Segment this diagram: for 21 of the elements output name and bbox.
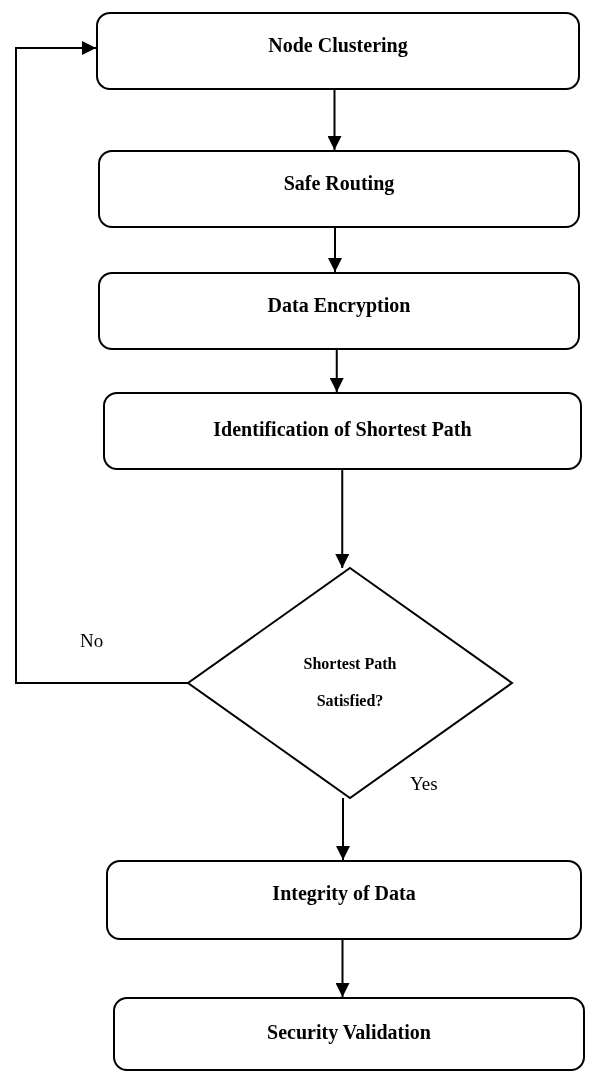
process-box xyxy=(98,150,580,228)
arrow xyxy=(336,797,350,861)
arrow xyxy=(335,939,350,998)
arrow xyxy=(15,41,189,684)
arrow xyxy=(327,89,342,151)
process-box xyxy=(98,272,580,350)
arrow xyxy=(329,349,344,393)
decision-text: Shortest Path Satisfied? xyxy=(302,654,398,711)
process-text: Safe Routing xyxy=(282,172,396,195)
process-text: Integrity of Data xyxy=(271,882,417,905)
process-box xyxy=(103,392,582,470)
process-box xyxy=(113,997,585,1071)
process-box xyxy=(106,860,582,940)
process-text: Identification of Shortest Path xyxy=(212,418,473,441)
arrow xyxy=(328,227,342,273)
process-text: Data Encryption xyxy=(266,294,412,317)
process-text: Node Clustering xyxy=(267,34,409,57)
arrow xyxy=(335,469,350,569)
process-text: Security Validation xyxy=(266,1021,432,1044)
process-box xyxy=(96,12,580,90)
decision-diamond xyxy=(188,568,512,798)
